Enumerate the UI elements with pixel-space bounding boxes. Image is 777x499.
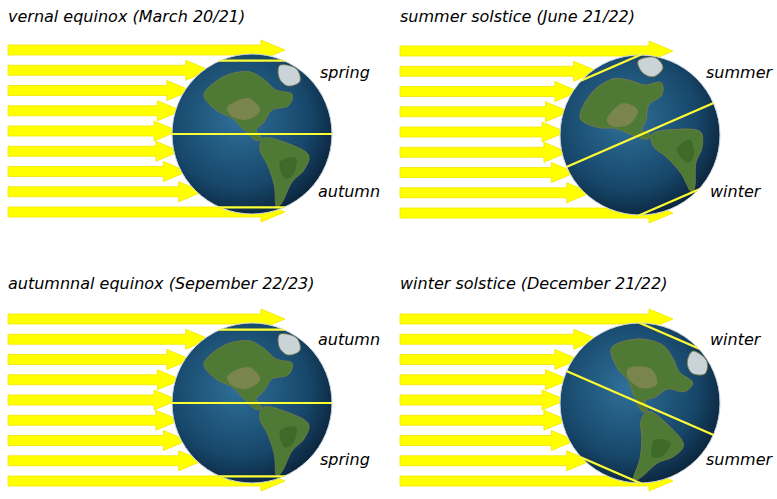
continent-shade bbox=[603, 99, 642, 132]
continent-shape bbox=[204, 72, 293, 141]
continent-shape bbox=[278, 65, 300, 86]
sun-ray-arrow bbox=[400, 410, 568, 430]
season-panel bbox=[8, 40, 336, 222]
season-panel bbox=[400, 41, 722, 223]
globe-surface bbox=[168, 61, 336, 208]
sun-ray-arrow bbox=[400, 329, 598, 349]
sun-ray-arrow bbox=[8, 121, 178, 141]
sun-ray-arrow bbox=[400, 142, 568, 162]
latitude-line bbox=[216, 475, 288, 477]
sun-ray-arrow bbox=[8, 410, 180, 430]
season-label: spring bbox=[320, 63, 370, 83]
sun-ray-arrow bbox=[8, 431, 187, 451]
sun-ray-arrow bbox=[400, 102, 569, 122]
sun-ray-arrow bbox=[8, 141, 180, 161]
sun-ray-arrow bbox=[400, 61, 598, 81]
continent-shape bbox=[636, 52, 665, 81]
continent-shape bbox=[204, 341, 293, 410]
globe-surface bbox=[168, 330, 336, 477]
season-label: summer bbox=[706, 63, 772, 83]
sun-ray-arrow bbox=[400, 431, 575, 451]
sun-ray-arrow bbox=[8, 81, 191, 101]
continent-shape bbox=[618, 409, 691, 492]
continent-shade bbox=[227, 98, 260, 120]
latitude-line bbox=[563, 370, 717, 437]
panel-title: autumnnal equinox (Sepember 22/23) bbox=[8, 274, 314, 294]
latitude-line bbox=[216, 206, 288, 208]
sun-ray-arrow bbox=[400, 163, 575, 183]
panel-title: vernal equinox (March 20/21) bbox=[8, 7, 245, 27]
sun-ray-arrow bbox=[400, 350, 579, 370]
continent-shape bbox=[260, 407, 309, 476]
sun-ray-arrow bbox=[400, 390, 566, 410]
continent-shade bbox=[227, 367, 260, 389]
season-label: winter bbox=[710, 330, 760, 350]
sun-ray-arrow bbox=[8, 182, 203, 202]
sun-ray-arrow bbox=[8, 370, 181, 390]
sun-ray-arrow bbox=[400, 183, 591, 203]
panel-title: winter solstice (December 21/22) bbox=[400, 274, 667, 294]
sun-ray-arrow bbox=[8, 329, 210, 349]
continent-shape bbox=[260, 138, 309, 207]
globe-surface bbox=[563, 49, 722, 222]
sun-ray-arrow bbox=[8, 60, 210, 80]
latitude-line bbox=[168, 402, 336, 404]
sun-ray-arrow bbox=[8, 451, 203, 471]
continent-shade bbox=[674, 138, 699, 165]
sun-ray-arrow bbox=[400, 451, 591, 471]
season-label: winter bbox=[710, 182, 760, 202]
season-label: spring bbox=[320, 450, 370, 470]
sun-ray-arrow bbox=[8, 101, 181, 121]
sun-ray-arrow bbox=[8, 350, 191, 370]
season-label: summer bbox=[706, 450, 772, 470]
continent-shade bbox=[279, 426, 296, 447]
latitude-line bbox=[216, 60, 288, 62]
continent-shade bbox=[279, 157, 296, 178]
continent-shape bbox=[683, 350, 712, 379]
sun-ray-arrow bbox=[8, 390, 178, 410]
sun-ray-arrow bbox=[400, 370, 569, 390]
sun-ray-arrow bbox=[400, 122, 566, 142]
season-panel bbox=[400, 309, 720, 493]
sun-ray-arrow bbox=[400, 82, 579, 102]
season-panel bbox=[8, 309, 336, 491]
panel-title: summer solstice (June 21/22) bbox=[400, 7, 635, 27]
sun-ray-arrow bbox=[8, 162, 187, 182]
latitude-line bbox=[578, 456, 644, 485]
continent-shade bbox=[623, 360, 662, 393]
season-label: autumn bbox=[318, 182, 380, 202]
continent-shade bbox=[647, 435, 672, 462]
continent-shape bbox=[278, 334, 300, 355]
latitude-line bbox=[636, 188, 702, 217]
continent-shape bbox=[593, 326, 702, 425]
latitude-line bbox=[168, 133, 336, 135]
latitude-line bbox=[216, 329, 288, 331]
latitude-line bbox=[636, 321, 702, 350]
latitude-line bbox=[563, 102, 717, 169]
season-label: autumn bbox=[318, 330, 380, 350]
globe-surface bbox=[563, 320, 720, 493]
latitude-line bbox=[578, 53, 644, 82]
